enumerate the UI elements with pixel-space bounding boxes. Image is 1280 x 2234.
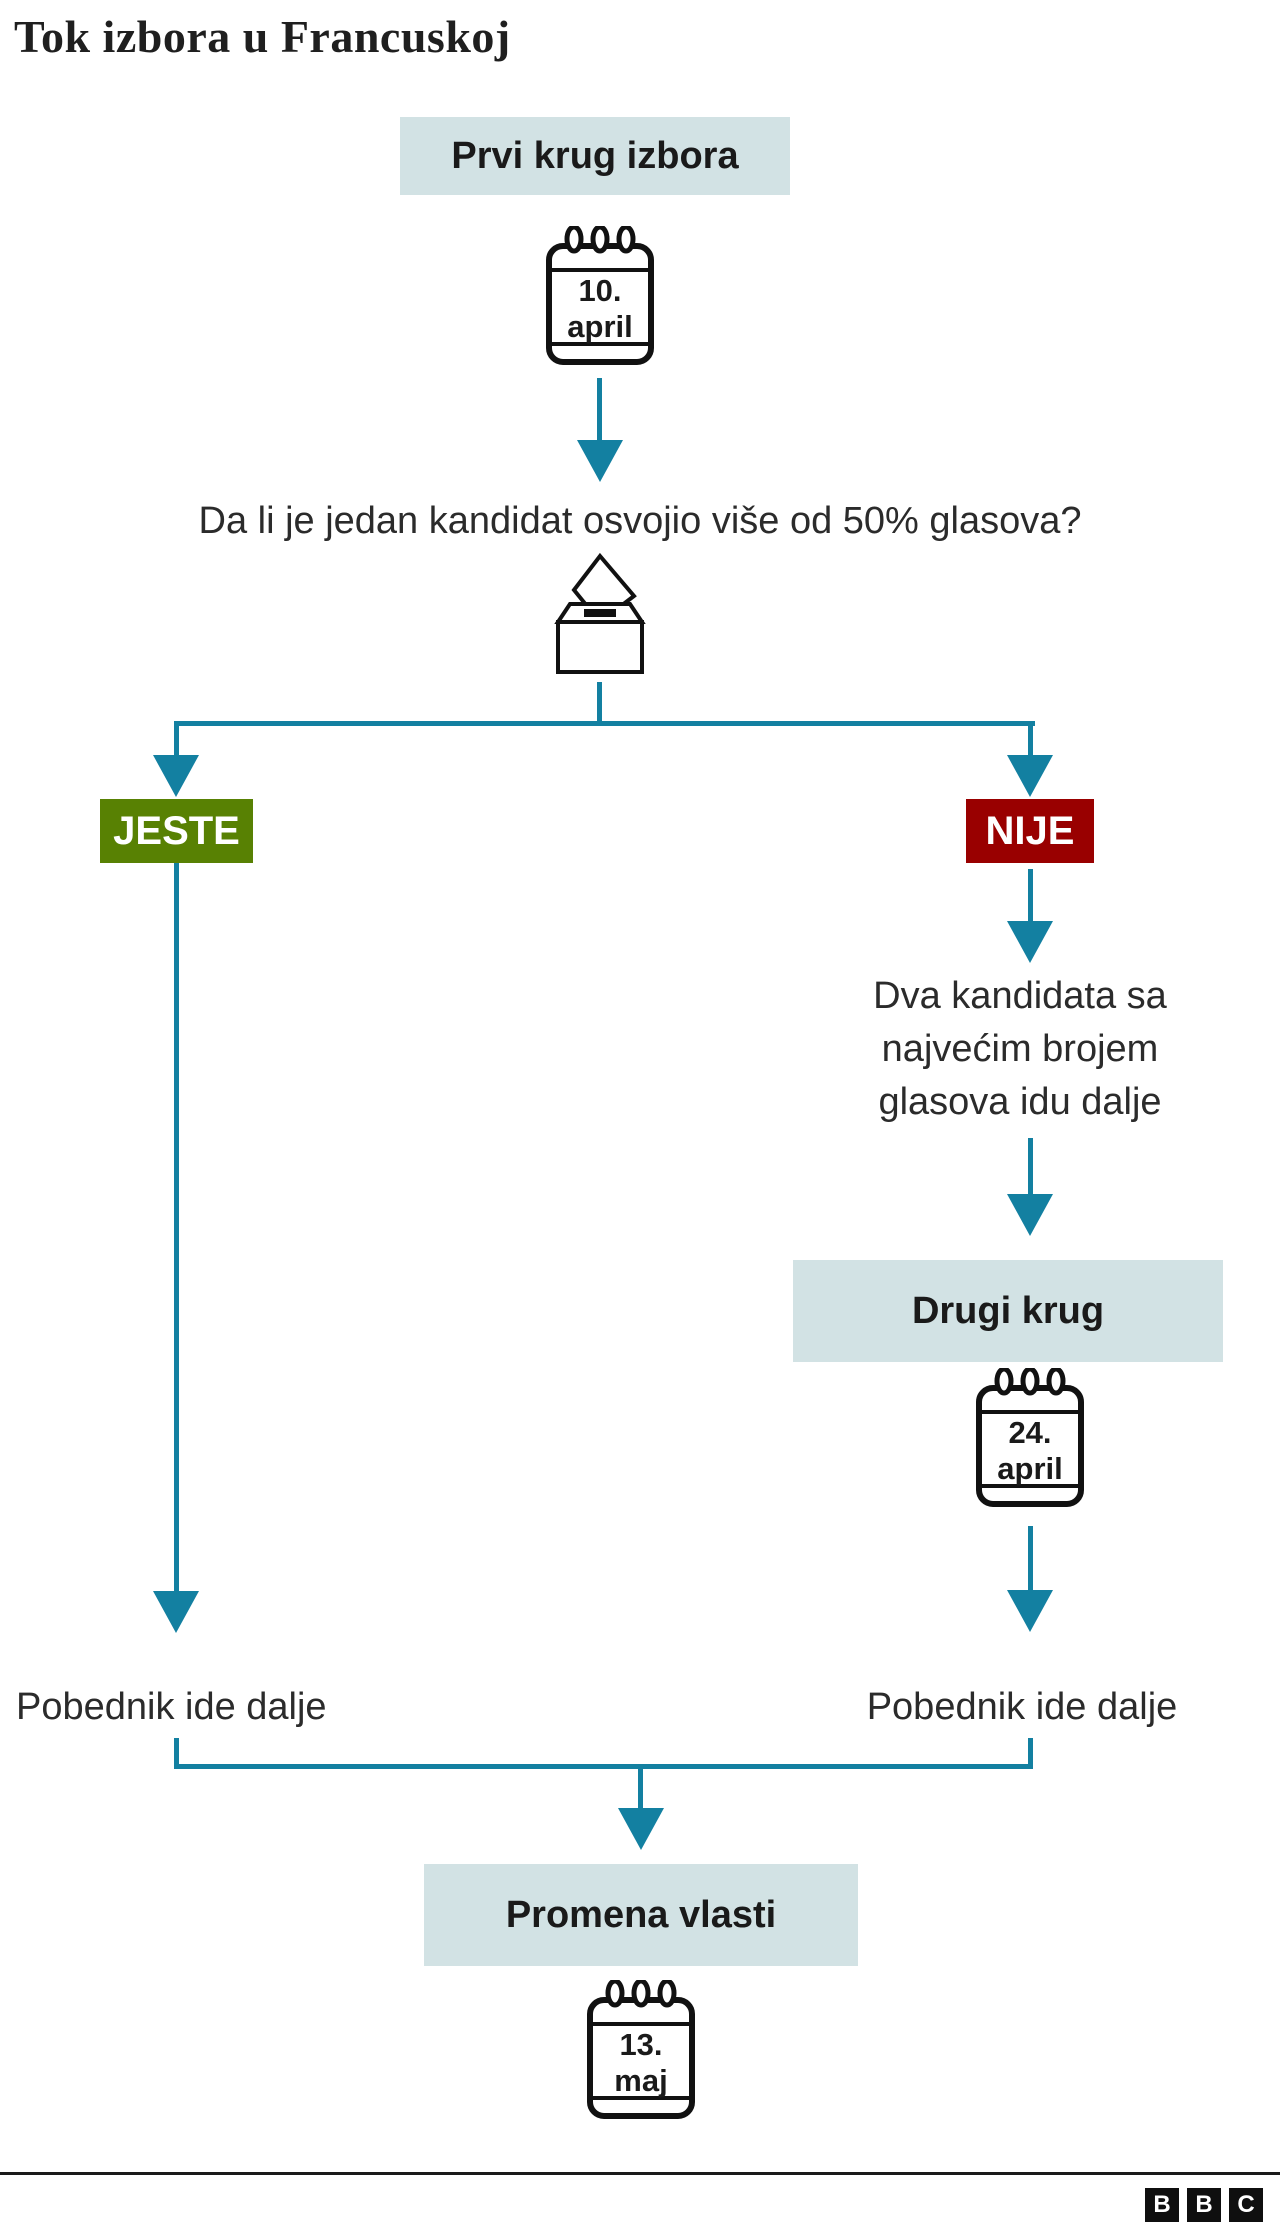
- winner-left-text: Pobednik ide dalje: [16, 1686, 327, 1728]
- calendar-icon-glyph: [587, 1980, 695, 2119]
- bbc-logo: C: [1229, 2188, 1263, 2222]
- calendar-icon-glyph: [546, 226, 654, 365]
- stage-second-round-label: Drugi krug: [911, 1289, 1105, 1332]
- stage-final-label: Promena vlasti: [505, 1893, 777, 1936]
- flow-split-line: [174, 721, 1035, 726]
- flow-line: [174, 721, 179, 755]
- flow-line: [1028, 1738, 1033, 1768]
- flow-line: [174, 863, 179, 1591]
- flow-line: [1028, 721, 1033, 755]
- no-result-line-2: najvećim brojem: [881, 1028, 1159, 1070]
- yes-badge-label: JESTE: [113, 808, 240, 853]
- no-result-line-1: Dva kandidata sa: [873, 975, 1167, 1017]
- calendar-month: april: [997, 1451, 1063, 1486]
- flow-arrow-icon: [153, 755, 199, 797]
- flow-arrow-icon: [1007, 921, 1053, 963]
- calendar-icon: 24. april: [971, 1368, 1089, 1510]
- stage-second-round: Drugi krug: [793, 1260, 1223, 1362]
- calendar-month: april: [567, 309, 633, 344]
- no-badge-label: NIJE: [985, 808, 1075, 853]
- flow-arrow-icon: [1007, 755, 1053, 797]
- ballot-box-icon: [544, 550, 656, 678]
- flow-arrow-icon: [1007, 1194, 1053, 1236]
- flow-line: [1028, 1138, 1033, 1194]
- bbc-logo-letter: C: [1237, 2191, 1255, 2218]
- stage-first-round: Prvi krug izbora: [400, 117, 790, 195]
- calendar-icon-glyph: [976, 1368, 1084, 1507]
- ballot-box-icon-glyph: [554, 552, 646, 674]
- footer-divider: [0, 2172, 1280, 2175]
- no-result-line-3: glasova idu dalje: [878, 1081, 1162, 1123]
- winner-right-text: Pobednik ide dalje: [866, 1686, 1178, 1728]
- flow-line: [1028, 869, 1033, 921]
- flow-line: [597, 378, 602, 440]
- calendar-day: 24.: [1008, 1415, 1052, 1450]
- question-text: Da li je jedan kandidat osvojio više od …: [198, 500, 1082, 542]
- calendar-day: 10.: [578, 273, 622, 308]
- flow-merge-line: [174, 1764, 1033, 1769]
- calendar-day: 13.: [619, 2027, 663, 2062]
- no-badge: NIJE: [966, 799, 1094, 863]
- flow-arrow-icon: [1007, 1590, 1053, 1632]
- flow-line: [638, 1764, 643, 1808]
- page-title: Tok izbora u Francuskoj: [14, 11, 511, 62]
- stage-first-round-label: Prvi krug izbora: [451, 134, 739, 177]
- flow-arrow-icon: [577, 440, 623, 482]
- bbc-logo: B: [1187, 2188, 1221, 2222]
- flow-line: [597, 682, 602, 723]
- flow-line: [1028, 1526, 1033, 1590]
- calendar-icon: 13. maj: [582, 1980, 700, 2122]
- no-result-text: Dva kandidata sa najvećim brojem glasova…: [790, 970, 1250, 1129]
- yes-badge: JESTE: [100, 799, 253, 863]
- flow-arrow-icon: [153, 1591, 199, 1633]
- bbc-logo: B: [1145, 2188, 1179, 2222]
- bbc-logo-letter: B: [1195, 2191, 1213, 2218]
- bbc-logo-letter: B: [1153, 2191, 1171, 2218]
- stage-final: Promena vlasti: [424, 1864, 858, 1966]
- calendar-month: maj: [614, 2063, 668, 2098]
- flow-line: [174, 1738, 179, 1768]
- calendar-icon: 10. april: [541, 226, 659, 368]
- flow-arrow-icon: [618, 1808, 664, 1850]
